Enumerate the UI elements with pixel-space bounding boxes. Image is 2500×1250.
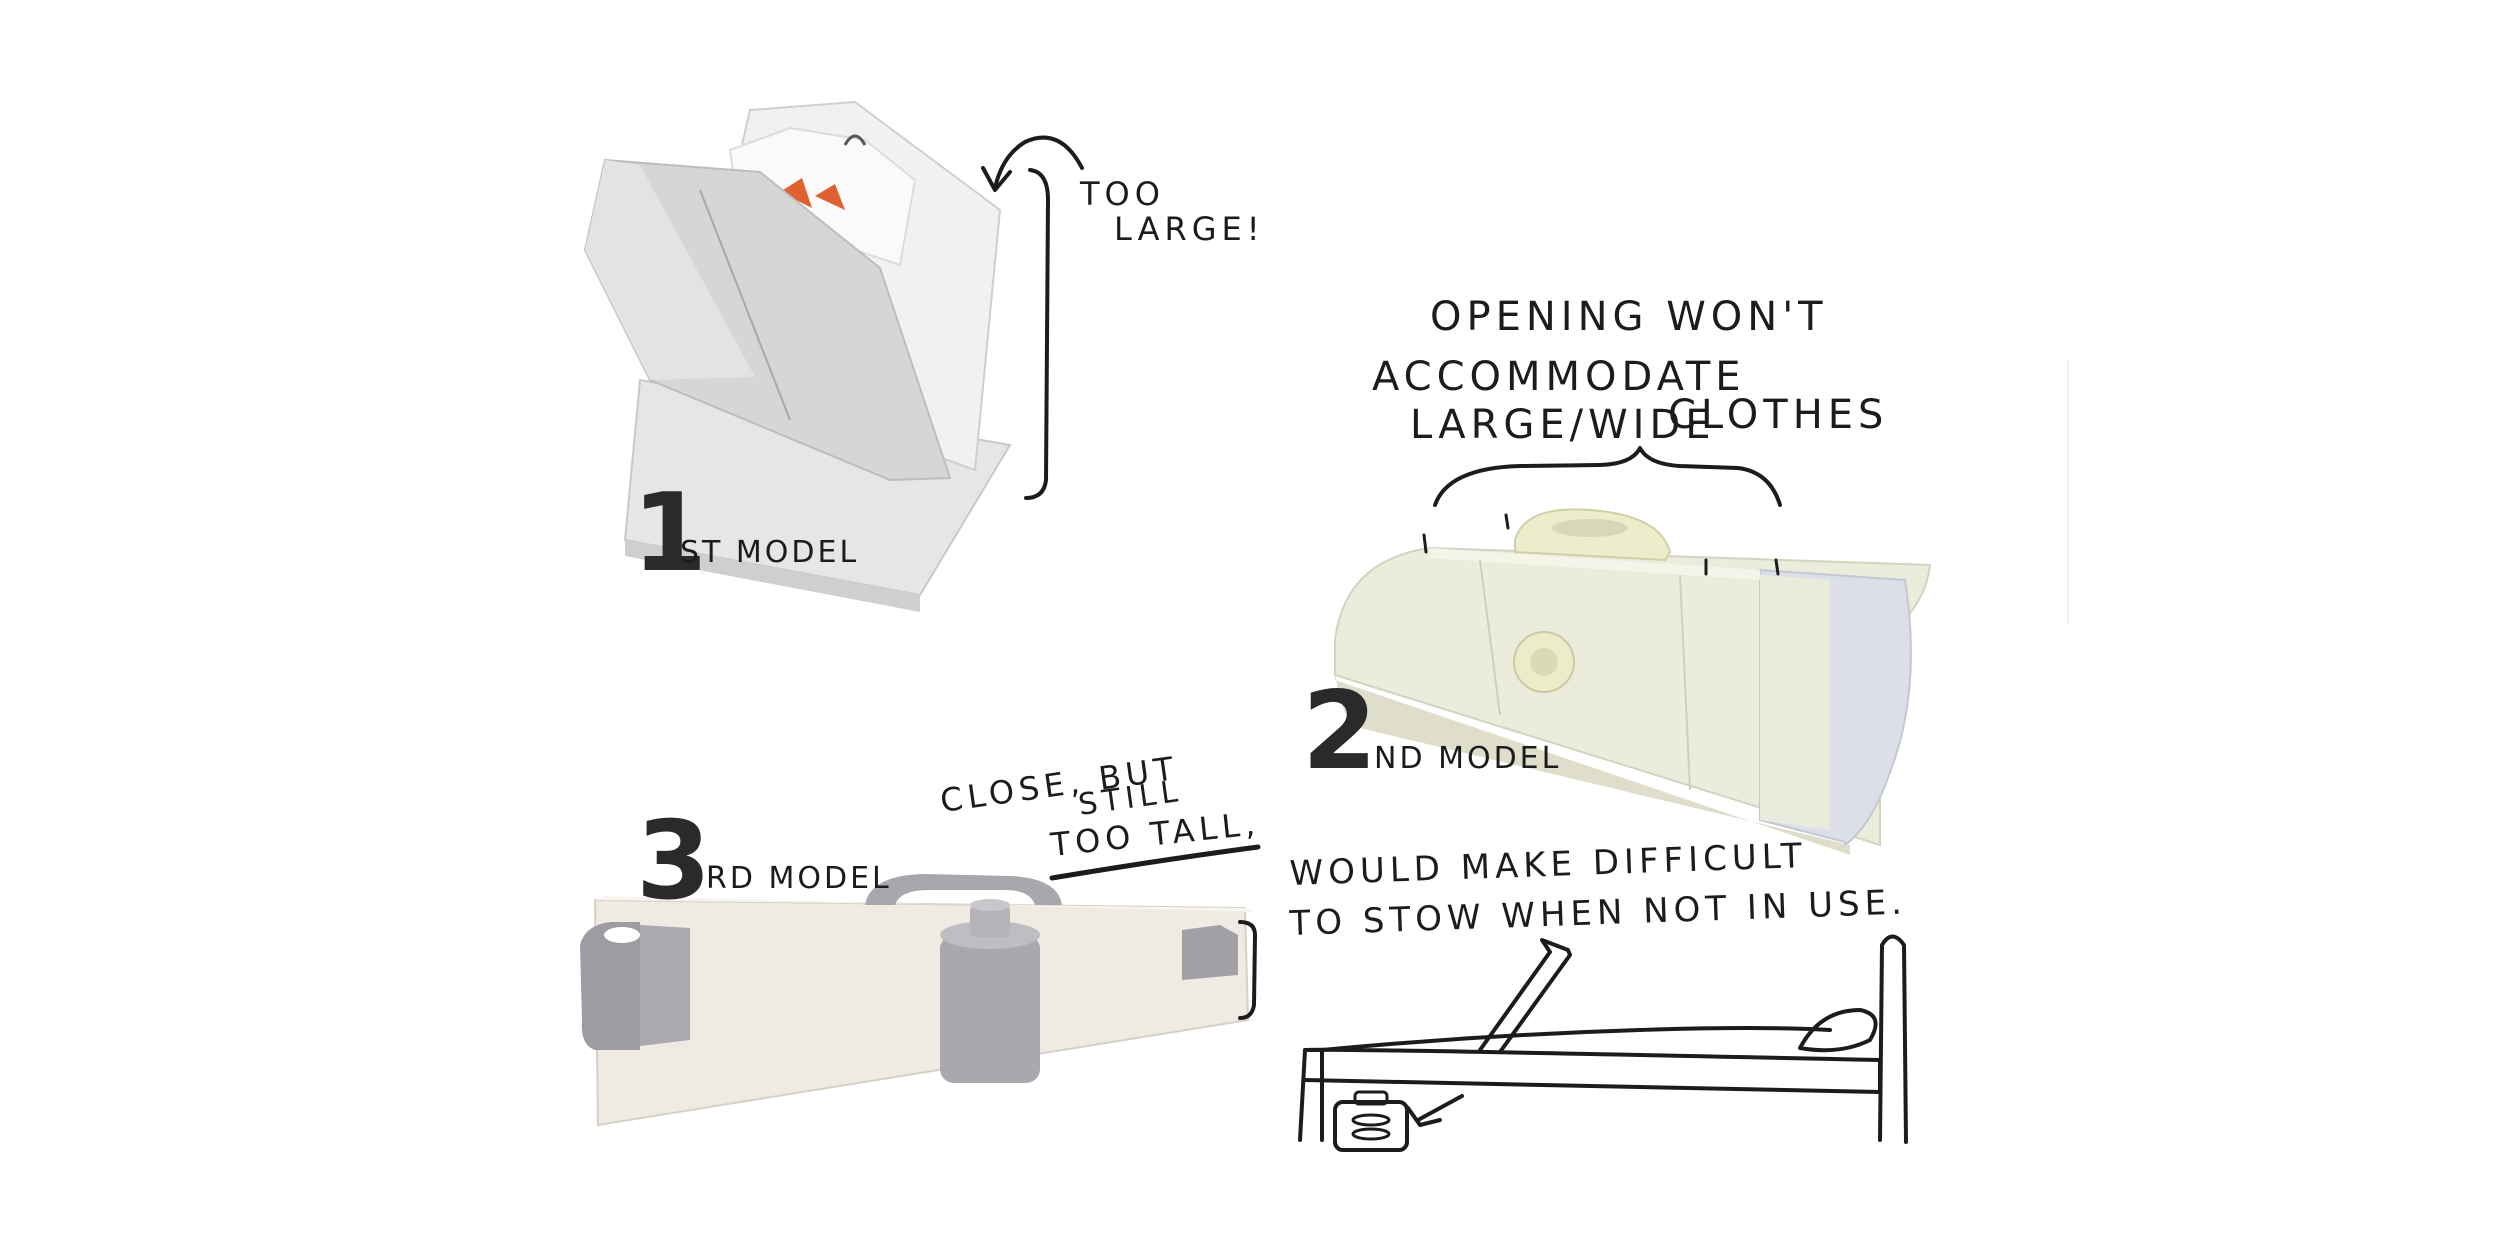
model-1-note-line-1: TOO [1079,175,1165,213]
model-1-label: 1 ST MODEL [632,471,859,596]
model-1-number: 1 [632,471,707,596]
stow-note: WOULD MAKE DIFFICULT TO STOW WHEN NOT IN… [1288,836,1908,944]
model-2-note-line-2: ACCOMMODATE [1372,354,1746,400]
model-2-photo [1334,446,1932,855]
model-1-suffix: ST MODEL [680,535,859,570]
model-2-number: 2 [1302,669,1377,794]
model-3-photo [580,844,1261,1127]
bed-sketch [1298,934,1908,1152]
model-3-number: 3 [636,799,711,924]
model-2-note-line-1: OPENING WON'T [1430,294,1828,340]
model-1-note-line-2: LARGE! [1114,210,1265,248]
model-1-note: TOO LARGE! [1079,175,1265,248]
model-2-note: OPENING WON'T ACCOMMODATE LARGE/WIDE CLO… [1372,294,1888,448]
stow-note-line-1: WOULD MAKE DIFFICULT [1289,836,1807,894]
model-1-photo [583,100,1084,612]
stow-note-line-2: TO STOW WHEN NOT IN USE. [1288,882,1908,944]
model-3-label: 3 RD MODEL [636,799,892,924]
model-3-note: CLOSE, BUT STILL TOO TALL, [938,749,1262,864]
model-2-note-line-4: CLOTHES [1668,392,1888,438]
model-2-label: 2 ND MODEL [1302,669,1561,794]
model-3-suffix: RD MODEL [706,861,892,896]
model-2-note-line-3: LARGE/WIDE [1410,402,1716,448]
model-2-suffix: ND MODEL [1374,741,1561,776]
